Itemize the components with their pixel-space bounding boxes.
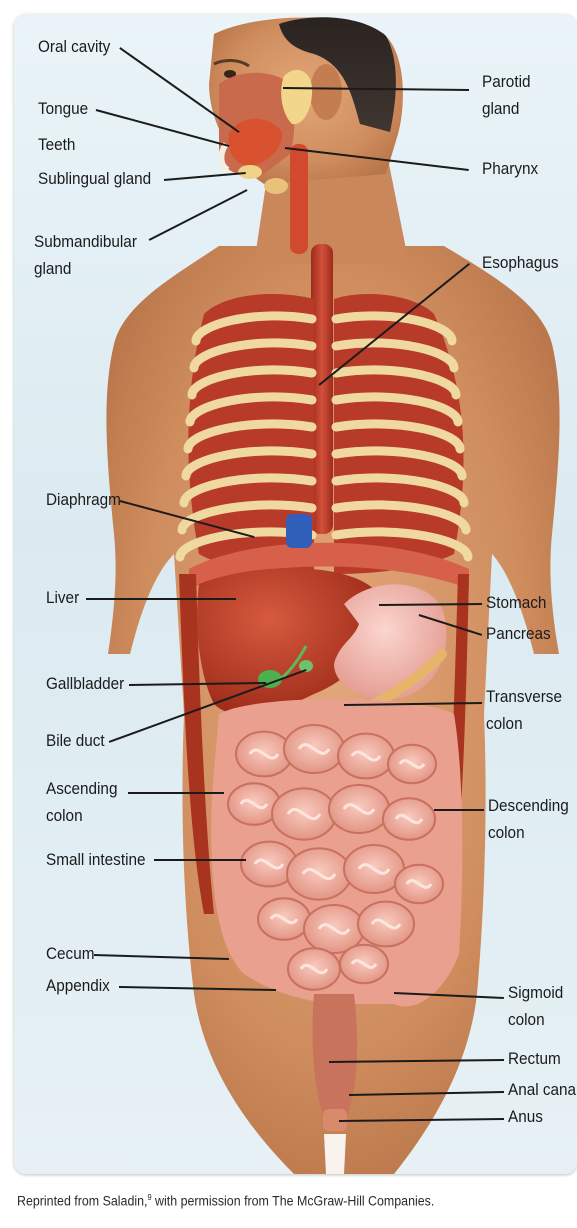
label-pancreas: Pancreas <box>486 620 551 647</box>
label-ascending-colon-line1: Ascending <box>46 775 117 802</box>
label-diaphragm: Diaphragm <box>46 486 121 513</box>
vena-cava-stub <box>286 514 312 548</box>
label-anus: Anus <box>508 1103 543 1130</box>
label-transverse-colon-line1: Transverse <box>486 683 562 710</box>
credit-text-rest: with permission from The McGraw-Hill Com… <box>152 1194 435 1209</box>
esophagus <box>311 244 333 534</box>
label-cecum: Cecum <box>46 940 94 967</box>
leader-line <box>128 792 224 794</box>
label-submandibular-gland-line2: gland <box>34 255 71 282</box>
label-ascending-colon-line2: colon <box>46 802 83 829</box>
leader-line <box>434 809 484 811</box>
label-appendix: Appendix <box>46 972 110 999</box>
label-sigmoid-colon-line1: Sigmoid <box>508 979 563 1006</box>
label-submandibular-gland-line1: Submandibular <box>34 228 137 255</box>
label-liver: Liver <box>46 584 79 611</box>
label-bile-duct: Bile duct <box>46 727 105 754</box>
figure-credit: Reprinted from Saladin,9 with permission… <box>17 1193 434 1209</box>
label-small-intestine: Small intestine <box>46 846 146 873</box>
label-parotid-gland-line2: gland <box>482 95 519 122</box>
label-descending-colon-line1: Descending <box>488 792 569 819</box>
label-esophagus: Esophagus <box>482 249 559 276</box>
label-sublingual-gland: Sublingual gland <box>38 165 151 192</box>
figure-frame: Oral cavity Tongue Teeth Sublingual glan… <box>14 14 577 1174</box>
label-oral-cavity: Oral cavity <box>38 33 110 60</box>
label-sigmoid-colon-line2: colon <box>508 1006 545 1033</box>
label-tongue: Tongue <box>38 95 88 122</box>
label-rectum: Rectum <box>508 1045 561 1072</box>
label-teeth: Teeth <box>38 131 75 158</box>
label-stomach: Stomach <box>486 589 546 616</box>
label-anal-canal: Anal canal <box>508 1076 577 1103</box>
credit-text: Reprinted from Saladin, <box>17 1194 147 1209</box>
leader-line <box>86 598 236 600</box>
leader-line <box>154 859 246 861</box>
label-descending-colon-line2: colon <box>488 819 525 846</box>
label-parotid-gland-line1: Parotid <box>482 68 530 95</box>
label-transverse-colon-line2: colon <box>486 710 523 737</box>
label-pharynx: Pharynx <box>482 155 538 182</box>
label-gallbladder: Gallbladder <box>46 670 124 697</box>
